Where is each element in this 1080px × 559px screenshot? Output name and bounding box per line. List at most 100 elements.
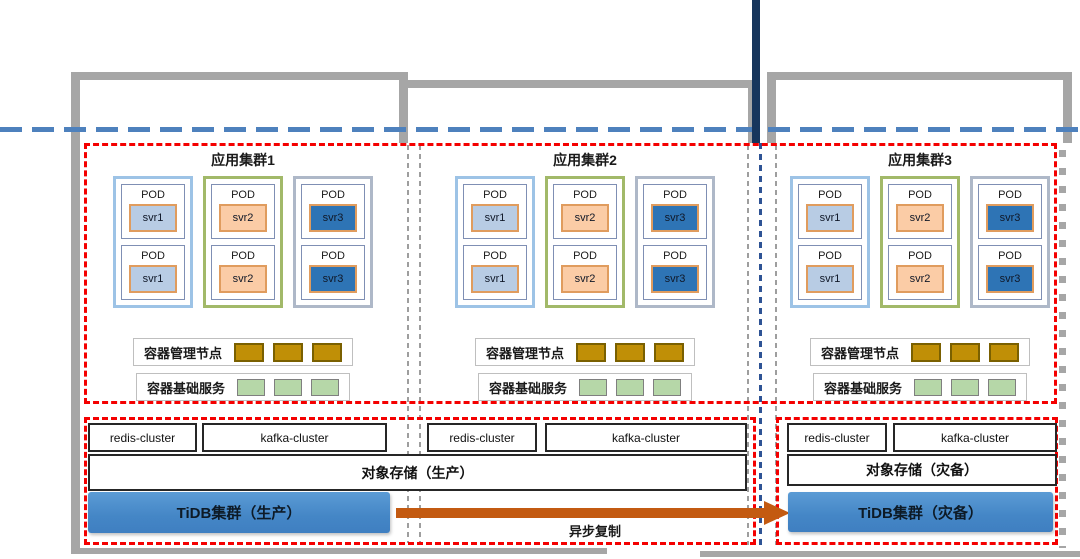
pod-label: POD bbox=[231, 250, 255, 262]
base-service-square bbox=[311, 378, 339, 396]
mgmt-node-squares bbox=[234, 342, 342, 362]
base-service-square bbox=[914, 378, 942, 396]
app-cluster-3: 应用集群3 POD svr1 POD svr1 POD svr2 POD bbox=[786, 150, 1054, 401]
dr-tidb-cluster: TiDB集群（灾备） bbox=[788, 492, 1053, 532]
frame-bottom-band-left bbox=[71, 548, 607, 554]
prod-redis-cluster-1: redis-cluster bbox=[88, 423, 197, 452]
container-base-label: 容器基础服务 bbox=[823, 380, 902, 396]
container-base-row: 容器基础服务 bbox=[812, 373, 1027, 401]
dr-kafka-cluster: kafka-cluster bbox=[893, 423, 1057, 452]
svr2-box: svr2 bbox=[219, 265, 267, 293]
pod-group-svr3: POD svr3 POD svr3 bbox=[970, 176, 1050, 308]
mgmt-node-square bbox=[576, 342, 606, 362]
pod-box: POD svr3 bbox=[301, 184, 365, 239]
frame-bottom-band-right bbox=[700, 551, 1080, 557]
pod-box: POD svr1 bbox=[463, 245, 527, 300]
base-service-square bbox=[653, 378, 681, 396]
container-mgmt-row: 容器管理节点 bbox=[474, 338, 695, 366]
production-infra-red-box bbox=[84, 417, 756, 545]
base-service-squares bbox=[579, 378, 681, 396]
pod-box: POD svr3 bbox=[643, 245, 707, 300]
pod-group-svr1: POD svr1 POD svr1 bbox=[790, 176, 870, 308]
mgmt-node-square bbox=[911, 342, 941, 362]
mgmt-node-squares bbox=[911, 342, 1019, 362]
pod-box: POD svr1 bbox=[798, 245, 862, 300]
pod-label: POD bbox=[141, 250, 165, 262]
pod-group-svr3: POD svr3 POD svr3 bbox=[293, 176, 373, 308]
replication-label: 异步复制 bbox=[568, 524, 621, 539]
svr1-box: svr1 bbox=[129, 204, 177, 232]
cluster-separator-1a bbox=[407, 145, 409, 543]
prod-object-storage: 对象存储（生产） bbox=[88, 454, 747, 491]
container-mgmt-label: 容器管理节点 bbox=[143, 345, 222, 361]
pod-group-svr2: POD svr2 POD svr2 bbox=[545, 176, 625, 308]
frame-box3-top bbox=[767, 72, 1072, 80]
pod-label: POD bbox=[321, 189, 345, 201]
cluster-separator-1b bbox=[419, 145, 421, 543]
container-mgmt-row: 容器管理节点 bbox=[809, 338, 1030, 366]
pod-groups: POD svr1 POD svr1 POD svr2 POD svr2 bbox=[455, 176, 715, 308]
pod-label: POD bbox=[573, 189, 597, 201]
container-mgmt-label: 容器管理节点 bbox=[820, 345, 899, 361]
frame-box3-left bbox=[767, 72, 776, 143]
pod-label: POD bbox=[141, 189, 165, 201]
svr2-box: svr2 bbox=[219, 204, 267, 232]
pod-label: POD bbox=[818, 250, 842, 262]
prod-redis-cluster-2: redis-cluster bbox=[427, 423, 537, 452]
mgmt-node-square bbox=[654, 342, 684, 362]
prod-tidb-cluster: TiDB集群（生产） bbox=[88, 492, 390, 533]
svr1-box: svr1 bbox=[129, 265, 177, 293]
svr2-box: svr2 bbox=[896, 204, 944, 232]
pod-label: POD bbox=[573, 250, 597, 262]
svr1-box: svr1 bbox=[806, 265, 854, 293]
pod-box: POD svr3 bbox=[978, 184, 1042, 239]
pod-box: POD svr3 bbox=[643, 184, 707, 239]
pod-label: POD bbox=[663, 189, 687, 201]
frame-box3-right bbox=[1063, 72, 1072, 143]
cluster-separator-2a bbox=[747, 145, 749, 545]
pod-box: POD svr1 bbox=[463, 184, 527, 239]
pod-label: POD bbox=[998, 189, 1022, 201]
svr3-box: svr3 bbox=[651, 204, 699, 232]
svr2-box: svr2 bbox=[896, 265, 944, 293]
container-mgmt-row: 容器管理节点 bbox=[132, 338, 353, 366]
prod-kafka-cluster-2: kafka-cluster bbox=[545, 423, 747, 452]
svr2-box: svr2 bbox=[561, 265, 609, 293]
cluster-title: 应用集群1 bbox=[211, 152, 275, 168]
svr3-box: svr3 bbox=[986, 204, 1034, 232]
datacenter-divider-solid bbox=[752, 0, 760, 143]
mgmt-node-square bbox=[273, 342, 303, 362]
mgmt-node-square bbox=[234, 342, 264, 362]
pod-groups: POD svr1 POD svr1 POD svr2 POD svr2 bbox=[790, 176, 1050, 308]
base-service-square bbox=[237, 378, 265, 396]
base-service-square bbox=[579, 378, 607, 396]
app-zone-red-box bbox=[84, 143, 1057, 404]
pod-group-svr2: POD svr2 POD svr2 bbox=[203, 176, 283, 308]
prod-kafka-cluster-1: kafka-cluster bbox=[202, 423, 387, 452]
pod-box: POD svr2 bbox=[211, 184, 275, 239]
pod-label: POD bbox=[908, 189, 932, 201]
dr-object-storage: 对象存储（灾备） bbox=[787, 454, 1057, 486]
frame-left-vertical bbox=[71, 72, 80, 554]
app-cluster-2: 应用集群2 POD svr1 POD svr1 POD svr2 POD bbox=[440, 150, 730, 401]
mgmt-node-square bbox=[312, 342, 342, 362]
blue-dashed-divider bbox=[0, 127, 1080, 132]
mgmt-node-square bbox=[989, 342, 1019, 362]
svr3-box: svr3 bbox=[651, 265, 699, 293]
svr3-box: svr3 bbox=[309, 265, 357, 293]
pod-group-svr1: POD svr1 POD svr1 bbox=[455, 176, 535, 308]
container-mgmt-label: 容器管理节点 bbox=[485, 345, 564, 361]
pod-box: POD svr2 bbox=[888, 184, 952, 239]
app-cluster-1: 应用集群1 POD svr1 POD svr1 POD svr2 POD bbox=[98, 150, 388, 401]
base-service-square bbox=[616, 378, 644, 396]
base-service-square bbox=[951, 378, 979, 396]
pod-group-svr1: POD svr1 POD svr1 bbox=[113, 176, 193, 308]
container-base-row: 容器基础服务 bbox=[477, 373, 692, 401]
container-base-row: 容器基础服务 bbox=[135, 373, 350, 401]
cluster-title: 应用集群2 bbox=[553, 152, 617, 168]
replication-arrow-head bbox=[764, 501, 790, 525]
svr1-box: svr1 bbox=[471, 265, 519, 293]
frame-box1-top bbox=[71, 72, 408, 80]
base-service-squares bbox=[237, 378, 339, 396]
